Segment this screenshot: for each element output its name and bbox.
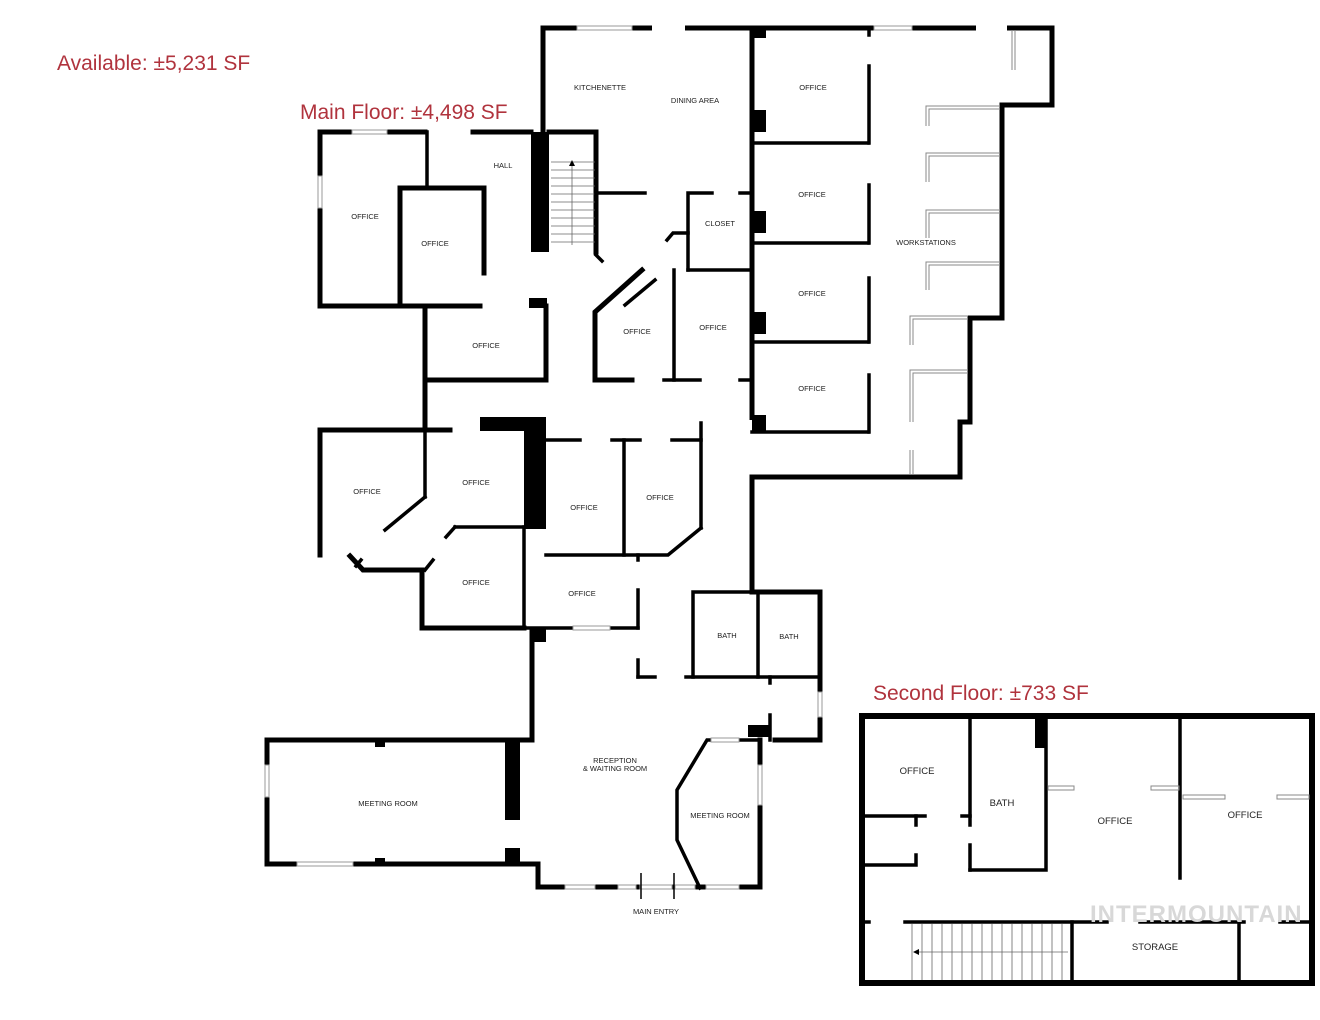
room-label-office: OFFICE [798, 289, 826, 298]
room-label-bath: BATH [779, 632, 798, 641]
room-label-office: OFFICE [568, 589, 596, 598]
room-label-hall: HALL [494, 161, 513, 170]
room-label-office: OFFICE [699, 323, 727, 332]
room-label-closet: CLOSET [705, 219, 735, 228]
room-label-office: OFFICE [353, 487, 381, 496]
room-label-office: OFFICE [462, 478, 490, 487]
room-label-bath: BATH [990, 798, 1015, 809]
room-label-office: OFFICE [799, 83, 827, 92]
room-label-office: OFFICE [900, 766, 935, 777]
room-label-workstations: WORKSTATIONS [896, 238, 956, 247]
second-floor-heading: Second Floor: ±733 SF [873, 682, 1089, 705]
watermark-text: INTERMOUNTAIN [1090, 901, 1303, 928]
room-label-reception: RECEPTION [593, 756, 637, 765]
room-label-storage: STORAGE [1132, 942, 1178, 953]
room-label-office: OFFICE [570, 503, 598, 512]
available-area-heading: Available: ±5,231 SF [57, 52, 251, 75]
second-floor-plan: OFFICE BATH OFFICE OFFICE STORAGE INTERM… [859, 713, 1315, 986]
room-label-meeting-room: MEETING ROOM [690, 811, 750, 820]
room-label-office: OFFICE [472, 341, 500, 350]
room-label-office: OFFICE [1098, 816, 1133, 827]
room-label-waiting-room: & WAITING ROOM [583, 764, 647, 773]
room-label-office: OFFICE [351, 212, 379, 221]
room-label-dining-area: DINING AREA [671, 96, 719, 105]
main-floor-plan: KITCHENETTE DINING AREA HALL OFFICE OFFI… [264, 25, 1055, 916]
room-label-office: OFFICE [462, 578, 490, 587]
room-label-office: OFFICE [623, 327, 651, 336]
room-label-meeting-room: MEETING ROOM [358, 799, 418, 808]
room-label-office: OFFICE [421, 239, 449, 248]
room-label-bath: BATH [717, 631, 736, 640]
main-entry-label: MAIN ENTRY [633, 907, 679, 916]
room-label-office: OFFICE [798, 190, 826, 199]
main-floor-heading: Main Floor: ±4,498 SF [300, 101, 508, 124]
room-label-kitchenette: KITCHENETTE [574, 83, 626, 92]
room-label-office: OFFICE [798, 384, 826, 393]
room-label-office: OFFICE [646, 493, 674, 502]
room-label-office: OFFICE [1228, 810, 1263, 821]
